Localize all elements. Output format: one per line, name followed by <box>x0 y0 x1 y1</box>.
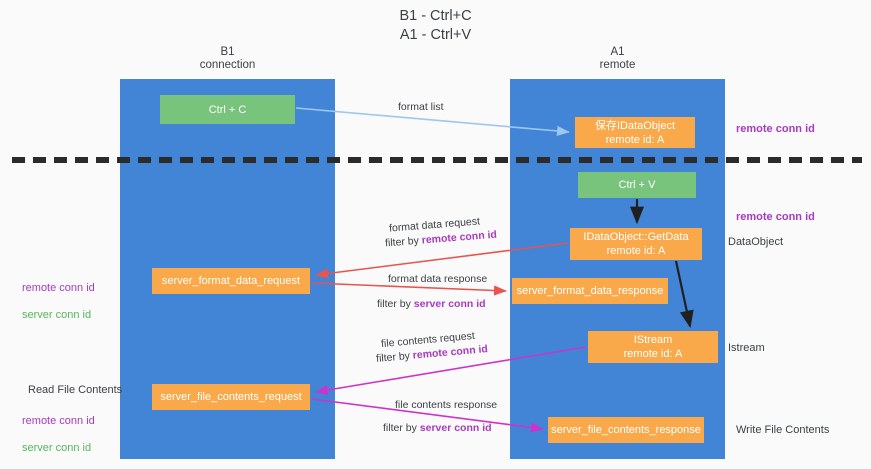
column-header-b1: B1 connection <box>199 46 256 71</box>
label-write-file-contents: Write File Contents <box>736 424 830 436</box>
caption-format-data-response-filter: filter by server conn id <box>377 298 486 311</box>
page-title: B1 - Ctrl+C A1 - Ctrl+V <box>399 8 472 43</box>
node-server-format-data-request[interactable]: server_format_data_request <box>152 268 310 294</box>
caption-format-data-response: format data response <box>388 273 488 285</box>
filter-key: server conn id <box>419 422 492 434</box>
filter-prefix: filter by <box>383 422 420 434</box>
edge-file-contents-response <box>311 398 544 433</box>
node-idataobject-getdata[interactable]: IDataObject::GetData remote id: A <box>570 228 702 260</box>
label-server-conn-id-bottom-left: server conn id <box>22 441 92 454</box>
label-remote-conn-id-top-left: remote conn id <box>22 281 95 294</box>
label-dataobject: DataObject <box>728 236 784 248</box>
label-remote-conn-id-mid-right: remote conn id <box>736 211 815 223</box>
edge-getdata-to-istream <box>674 260 694 329</box>
node-ctrl-c[interactable]: Ctrl + C <box>160 95 295 124</box>
node-ctrl-v[interactable]: Ctrl + V <box>578 172 696 198</box>
filter-key: server conn id <box>413 298 486 310</box>
node-server-file-contents-response[interactable]: server_file_contents_response <box>548 417 704 443</box>
filter-prefix: filter by <box>375 349 414 365</box>
edge-format-data-response <box>311 282 507 296</box>
caption-file-contents-response: file contents response <box>395 399 498 411</box>
label-conn-ids-top-left: remote conn id server conn id <box>22 268 95 336</box>
caption-format-list: format list <box>398 101 444 113</box>
filter-prefix: filter by <box>377 298 414 310</box>
label-istream: Istream <box>728 342 765 354</box>
filter-prefix: filter by <box>384 234 423 250</box>
node-proxy-idataobject[interactable]: 保存IDataObject remote id: A <box>575 117 695 148</box>
label-read-file-contents: Read File Contents <box>28 384 123 396</box>
column-header-a1: A1 remote <box>599 46 636 71</box>
node-istream[interactable]: IStream remote id: A <box>588 331 718 363</box>
label-remote-conn-id-bottom-left: remote conn id <box>22 414 95 427</box>
node-server-file-contents-request[interactable]: server_file_contents_request <box>152 384 310 410</box>
node-server-format-data-response[interactable]: server_format_data_response <box>512 278 668 304</box>
phase-divider-dashed-line <box>12 157 862 163</box>
label-remote-conn-id-top-right: remote conn id <box>736 123 815 135</box>
label-server-conn-id-top-left: server conn id <box>22 308 92 321</box>
edge-file-contents-request <box>315 346 587 396</box>
edge-format-data-request <box>315 242 569 279</box>
label-conn-ids-bottom-left: remote conn id server conn id <box>22 401 95 469</box>
caption-file-contents-response-filter: filter by server conn id <box>383 422 492 435</box>
edge-format-list <box>295 107 570 137</box>
